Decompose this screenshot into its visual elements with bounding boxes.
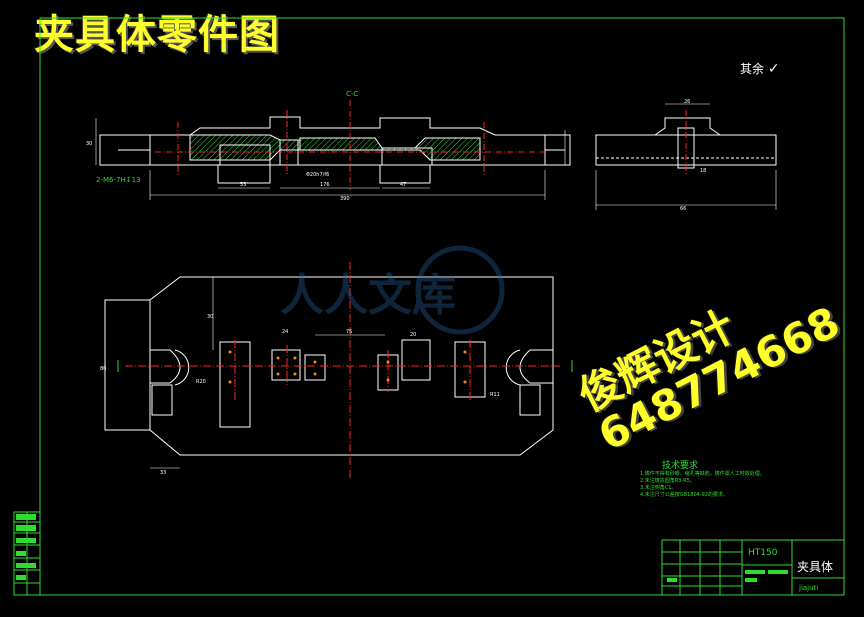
dim-radius-r11: R11 (490, 392, 500, 398)
tech-requirements-title: 技术要求 (662, 461, 699, 471)
roughness-note: 其余 ✓ (740, 60, 780, 77)
dim-right-segment: 47 (400, 182, 406, 188)
tech-requirements: 技术要求 1.铸件不得有砂眼、缩孔等缺陷，铸件需人工时效处理。 2.未注铸造圆角… (640, 458, 790, 499)
tech-line: 2.未注铸造圆角R3-R5。 (640, 478, 695, 484)
dim-bore: Φ20h7/f6 (306, 172, 329, 178)
drawing-title: 夹具体零件图 (34, 12, 280, 58)
tech-line: 4.未注尺寸公差按GB1804-92的要求。 (640, 492, 728, 498)
section-dimensions (95, 118, 566, 200)
section-markers (117, 360, 573, 372)
dim-side-height: 18 (700, 168, 706, 174)
watermark-logo-text: 人人文库 (280, 270, 456, 321)
dim-plan-small: 20 (410, 332, 416, 338)
dim-top-width: 26 (684, 99, 690, 105)
drawing-border (39, 17, 845, 596)
title-block (661, 539, 845, 596)
section-view (99, 116, 571, 184)
dim-left-segment: 53 (240, 182, 246, 188)
tech-line: 1.铸件不得有砂眼、缩孔等缺陷，铸件需人工时效处理。 (640, 471, 765, 477)
dim-plan-bottom: 33 (160, 470, 166, 476)
title-block-fill (667, 570, 788, 582)
material-label: HT150 (748, 548, 778, 558)
roughness-symbol-icon: ✓ (767, 61, 780, 77)
part-name: 夹具体 (797, 560, 834, 574)
plan-holes (228, 350, 467, 384)
dim-height-30: 30 (207, 314, 213, 320)
section-label: C-C (346, 90, 359, 98)
dim-plan-offset: 24 (282, 329, 288, 335)
plan-view (104, 276, 554, 469)
plan-centerlines (125, 262, 560, 478)
section-centerlines (155, 100, 545, 190)
roughness-note-text: 其余 (740, 62, 765, 76)
tech-line: 3.未注倒角C1。 (640, 485, 677, 491)
thread-note: 2-M6-7H↧13 (96, 176, 141, 184)
dim-plan-height: 80 (100, 366, 106, 372)
binding-strip (13, 511, 41, 596)
dim-overall-length: 390 (340, 196, 350, 202)
dim-side-width: 66 (680, 206, 686, 212)
dim-radius-r20: R20 (196, 379, 206, 385)
dim-height-left: 30 (86, 141, 92, 147)
watermark-logo: 人人文库 (280, 245, 505, 335)
dim-center-span: 176 (320, 182, 330, 188)
part-pinyin: jiajuti (799, 584, 819, 592)
dim-plan-width: 75 (346, 329, 352, 335)
